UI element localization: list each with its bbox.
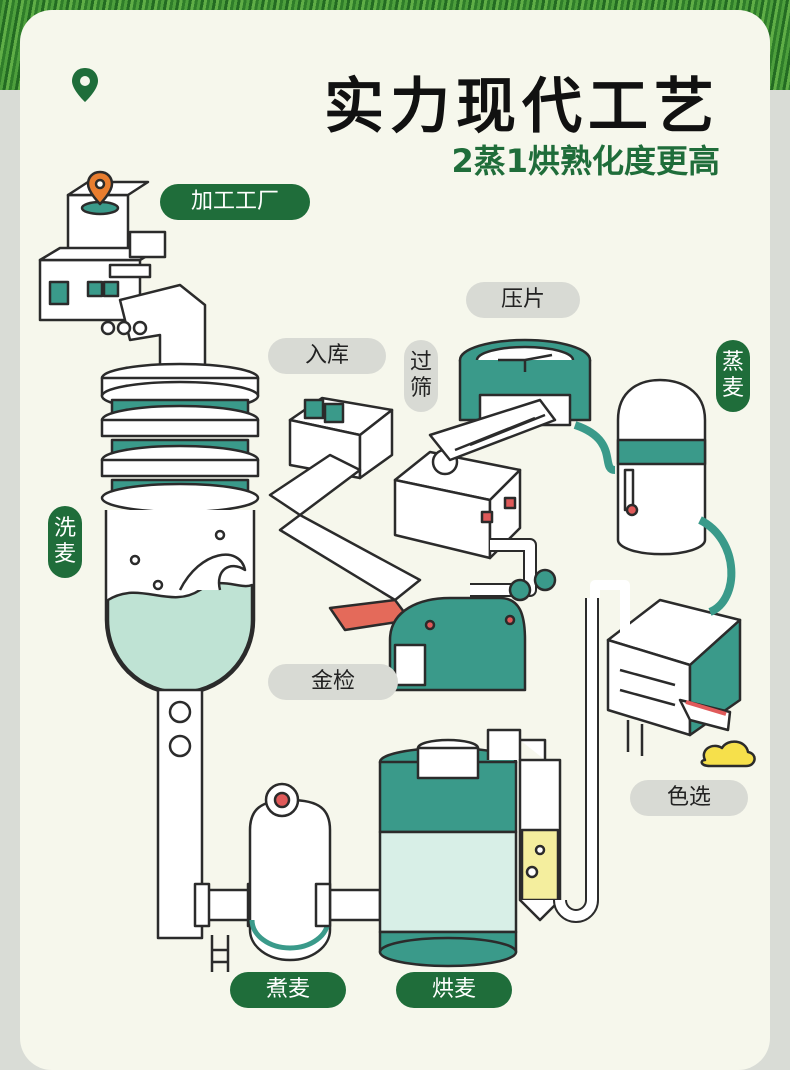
washing-tower <box>100 362 260 940</box>
location-pin-icon <box>70 66 100 108</box>
label-factory: 加工工厂 <box>160 184 310 220</box>
steaming-tank <box>616 378 707 556</box>
label-steam-char-1: 蒸 <box>721 350 744 375</box>
label-storage: 入库 <box>268 338 386 374</box>
storage-building <box>268 396 422 632</box>
label-boil: 煮麦 <box>230 972 346 1008</box>
cloud-icon <box>700 740 756 768</box>
label-steam: 蒸 麦 <box>716 340 750 412</box>
label-sieve-char-1: 过 <box>409 350 432 375</box>
label-wash-char-1: 洗 <box>53 516 76 541</box>
label-metal-check: 金检 <box>268 664 398 700</box>
page-title: 实力现代工艺 <box>324 72 720 142</box>
baking-unit <box>378 728 562 968</box>
label-press: 压片 <box>466 282 580 318</box>
boiling-unit <box>193 782 382 972</box>
label-wash-char-2: 麦 <box>53 542 76 567</box>
color-sorter <box>606 598 756 768</box>
label-sieve: 过 筛 <box>404 340 438 412</box>
factory-building <box>38 180 167 322</box>
page-subtitle: 2蒸1烘熟化度更高 <box>451 142 720 180</box>
label-steam-char-2: 麦 <box>721 376 744 401</box>
process-diagram <box>38 170 756 972</box>
label-color-sort: 色选 <box>630 780 748 816</box>
metal-detector <box>388 596 527 692</box>
sieve-machine <box>393 398 557 560</box>
label-sieve-char-2: 筛 <box>409 376 432 401</box>
label-wash: 洗 麦 <box>48 506 82 578</box>
label-bake: 烘麦 <box>396 972 512 1008</box>
